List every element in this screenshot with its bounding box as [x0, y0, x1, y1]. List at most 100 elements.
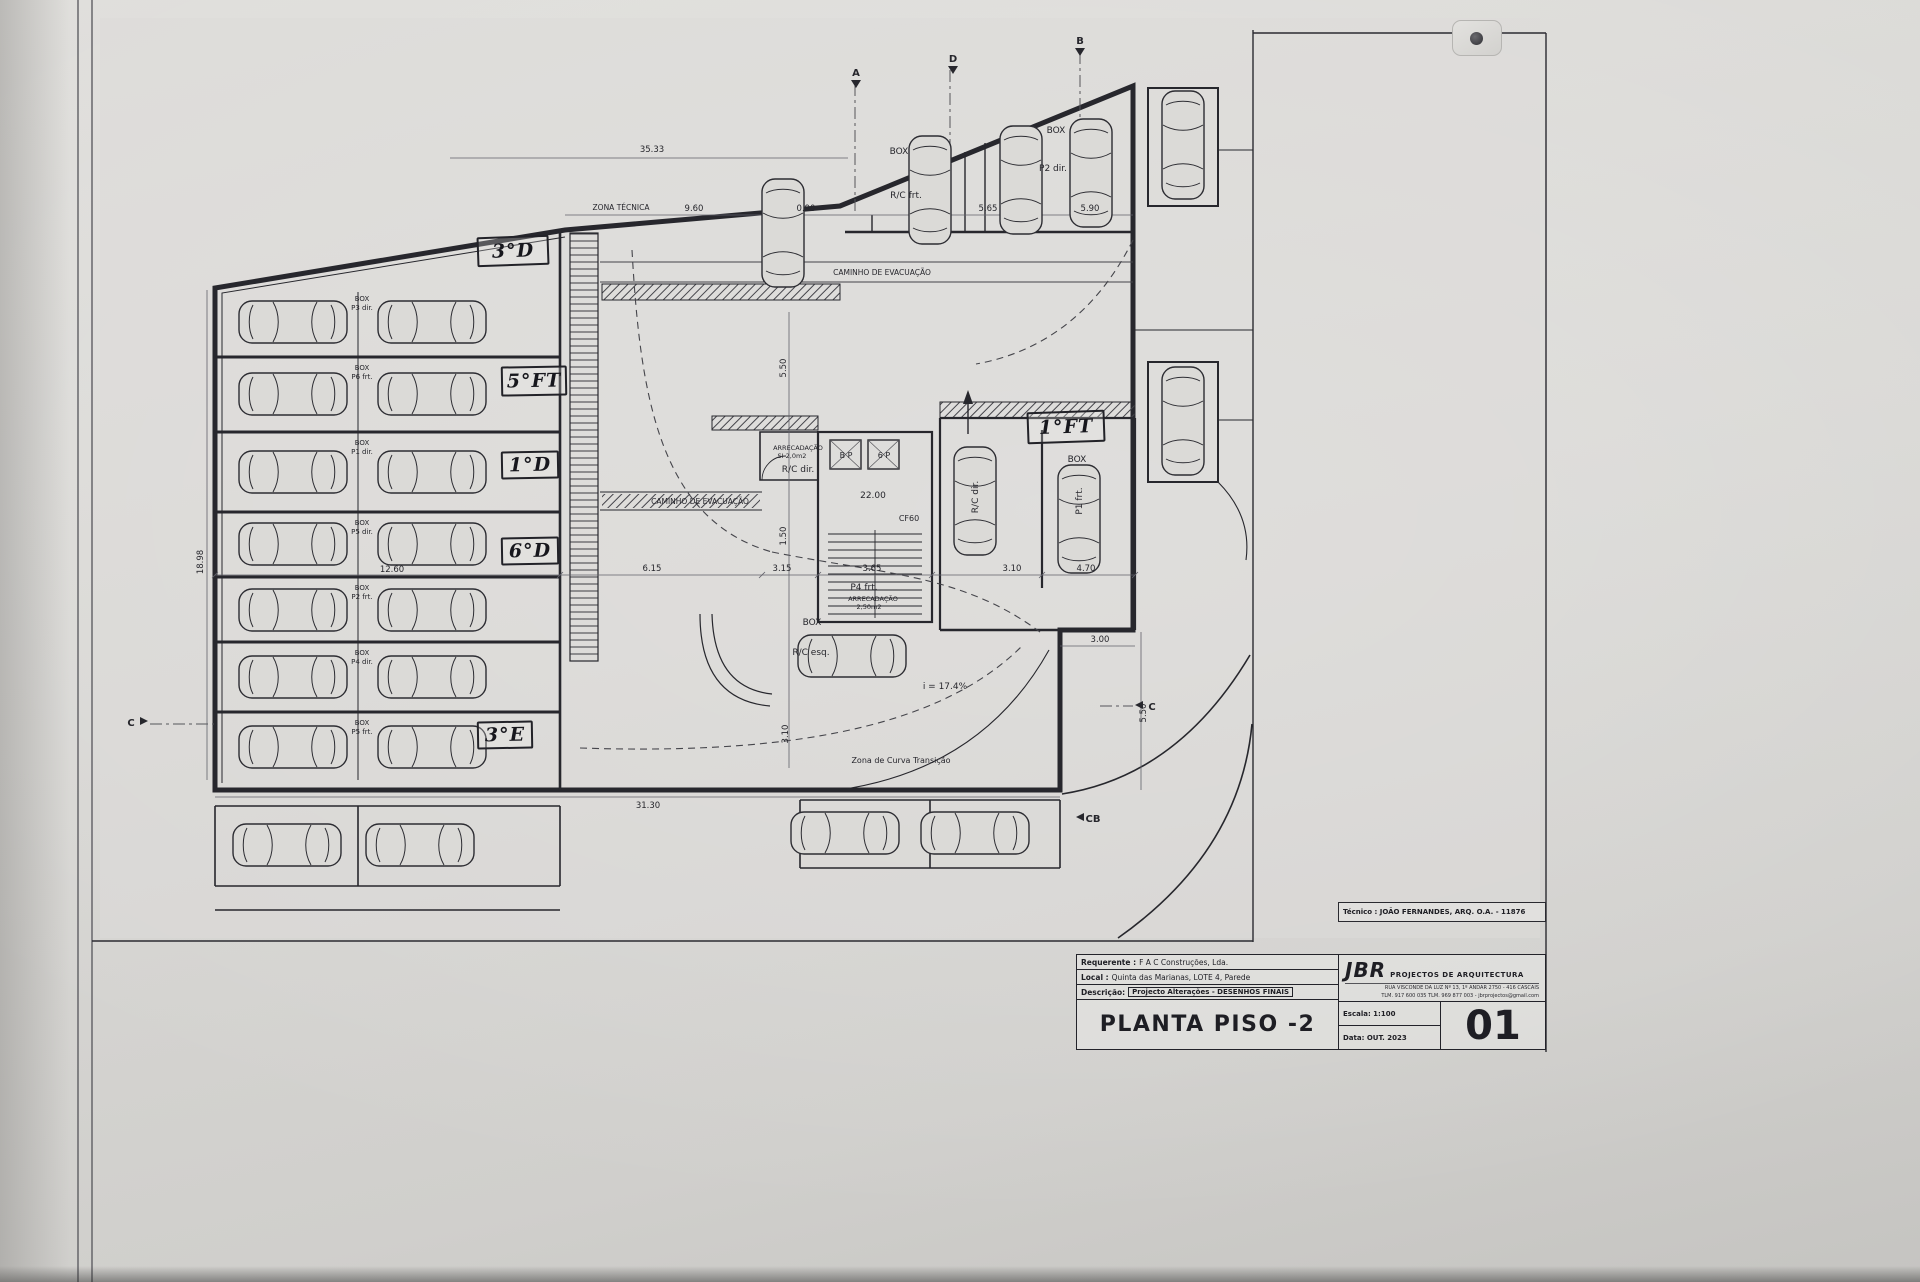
plan-label: SI 2,0m2 [778, 452, 807, 460]
dimension-label: 5.90 [1081, 204, 1100, 214]
dimension-lines [206, 157, 1142, 798]
scale-date-column: Escala: 1:100 Data: OUT. 2023 [1339, 1002, 1441, 1049]
plan-label: R/C dir. [971, 481, 981, 513]
stall-box-label: BOX [355, 719, 370, 727]
stall-id-label: P1 dir. [351, 448, 373, 456]
plan-label: R/C dir. [782, 465, 814, 475]
plan-label: CF60 [899, 514, 919, 523]
handwritten-annotation: 3°D [476, 234, 550, 268]
stall-id-label: P5 frt. [351, 728, 372, 736]
section-marker-arrow [140, 717, 148, 725]
plan-label: Zona de Curva Transição [851, 756, 950, 765]
photo-corner-mark [1452, 20, 1502, 56]
title-block-left: Requerente : F A C Construções, Lda. Loc… [1077, 955, 1339, 1049]
handwritten-annotation: 6°D [500, 536, 560, 566]
plan-label: B P [840, 451, 853, 460]
stall-box-label: BOX [355, 364, 370, 372]
stall-box-label: BOX [355, 295, 370, 303]
dimension-label: 18.98 [196, 550, 206, 574]
plan-label: P4 frt. [850, 583, 877, 593]
title-block-bottom: Escala: 1:100 Data: OUT. 2023 01 [1339, 1002, 1545, 1049]
plan-label: R/C esq. [792, 648, 829, 658]
stall-box-label: BOX [355, 584, 370, 592]
dimension-label: 9.60 [685, 204, 704, 214]
requerente-row: Requerente : F A C Construções, Lda. [1077, 955, 1338, 970]
dimension-label: 1.50 [779, 527, 789, 546]
dimension-label: 3.10 [781, 725, 791, 744]
plan-label: 22.00 [860, 491, 886, 501]
section-marker-arrow [1076, 813, 1084, 821]
field-value: Projecto Alterações - DESENHOS FINAIS [1128, 987, 1294, 997]
plan-label: R/C frt. [890, 191, 922, 201]
stall-id-label: P2 frt. [351, 593, 372, 601]
firm-address-line2: TLM. 917 600 035 TLM. 969 877 003 - jbrp… [1381, 992, 1539, 999]
plan-label: 6 P [878, 451, 891, 460]
dimension-label: 35.33 [640, 145, 664, 155]
sheet-frame [77, 0, 93, 1282]
handwritten-annotation: 1°FT [1026, 409, 1106, 445]
stall-box-label: BOX [355, 519, 370, 527]
dimension-label: 3.15 [773, 564, 792, 574]
section-marker-arrow [948, 66, 958, 74]
plan-label: P2 dir. [1039, 164, 1067, 174]
handwritten-annotation: 1°D [500, 450, 560, 480]
section-marker: B [1076, 36, 1084, 47]
field-label: Requerente : [1081, 957, 1137, 967]
section-marker-arrow [1075, 48, 1085, 56]
plan-label: BOX [1047, 126, 1066, 136]
drawing-frame [92, 30, 1547, 1052]
section-marker: A [852, 68, 860, 79]
title-block-right: JBR PROJECTOS DE ARQUITECTURA RUA VISCON… [1339, 955, 1545, 1049]
descricao-row: Descrição: Projecto Alterações - DESENHO… [1077, 985, 1338, 1000]
date-box: Data: OUT. 2023 [1343, 1033, 1407, 1042]
stall-id-label: P3 dir. [351, 304, 373, 312]
dimension-label: 5.50 [1139, 704, 1149, 723]
dimension-label: 3.65 [863, 564, 882, 574]
firm-initials: JBR [1345, 958, 1387, 982]
dimension-label: 4.70 [1077, 564, 1096, 574]
stall-box-label: BOX [355, 439, 370, 447]
section-lines [150, 52, 1133, 725]
stall-id-label: P4 dir. [351, 658, 373, 666]
plan-label: BOX [890, 147, 909, 157]
plan-label: CAMINHO DE EVACUAÇÃO [651, 497, 749, 506]
plan-label: ARRECADAÇÃO [773, 443, 823, 452]
handwritten-annotation: 5°FT [500, 365, 568, 397]
plan-label: ZONA TÉCNICA [593, 203, 651, 212]
firm-name: PROJECTOS DE ARQUITECTURA [1390, 971, 1524, 979]
stall-box-label: BOX [355, 649, 370, 657]
section-marker: D [949, 54, 957, 65]
dimension-label: 31.30 [636, 801, 660, 811]
scale-box: Escala: 1:100 [1339, 1002, 1440, 1026]
dimension-label: 3.10 [1003, 564, 1022, 574]
plan-label: CAMINHO DE EVACUAÇÃO [833, 268, 931, 277]
section-marker: C [1148, 702, 1155, 713]
plan-label: i = 17.4% [923, 682, 968, 692]
plan-label: P1 frt. [1075, 487, 1085, 514]
section-marker-arrow [1135, 701, 1143, 709]
firm-logo: JBR PROJECTOS DE ARQUITECTURA RUA VISCON… [1339, 955, 1545, 1002]
firm-address-line1: RUA VISCONDE DA LUZ Nº 13, 1º ANDAR 2750… [1384, 985, 1539, 991]
dimension-label: 3.00 [1091, 635, 1110, 645]
field-label: Descrição: [1081, 987, 1126, 997]
sheet-number: 01 [1465, 1002, 1521, 1049]
technician-box: Técnico : JOÃO FERNANDES, ARQ. O.A. - 11… [1338, 902, 1546, 922]
dimension-label: 5.65 [979, 204, 998, 214]
dimension-label: 6.15 [643, 564, 662, 574]
section-marker-arrow [851, 80, 861, 88]
plan-label: 2,50m2 [857, 603, 882, 611]
firm-address: RUA VISCONDE DA LUZ Nº 13, 1º ANDAR 2750… [1345, 985, 1539, 1000]
screw-icon [1470, 32, 1483, 45]
field-value: Quinta das Marianas, LOTE 4, Parede [1111, 972, 1251, 982]
field-value: F A C Construções, Lda. [1139, 957, 1229, 967]
dimension-label: 12.60 [380, 565, 404, 575]
garage-walls [212, 82, 1253, 939]
drive-path-dashed [579, 239, 1134, 750]
section-marker: CB [1086, 814, 1101, 825]
stall-id-label: P5 dir. [351, 528, 373, 536]
local-row: Local : Quinta das Marianas, LOTE 4, Par… [1077, 970, 1338, 985]
stall-id-label: P6 frt. [351, 373, 372, 381]
